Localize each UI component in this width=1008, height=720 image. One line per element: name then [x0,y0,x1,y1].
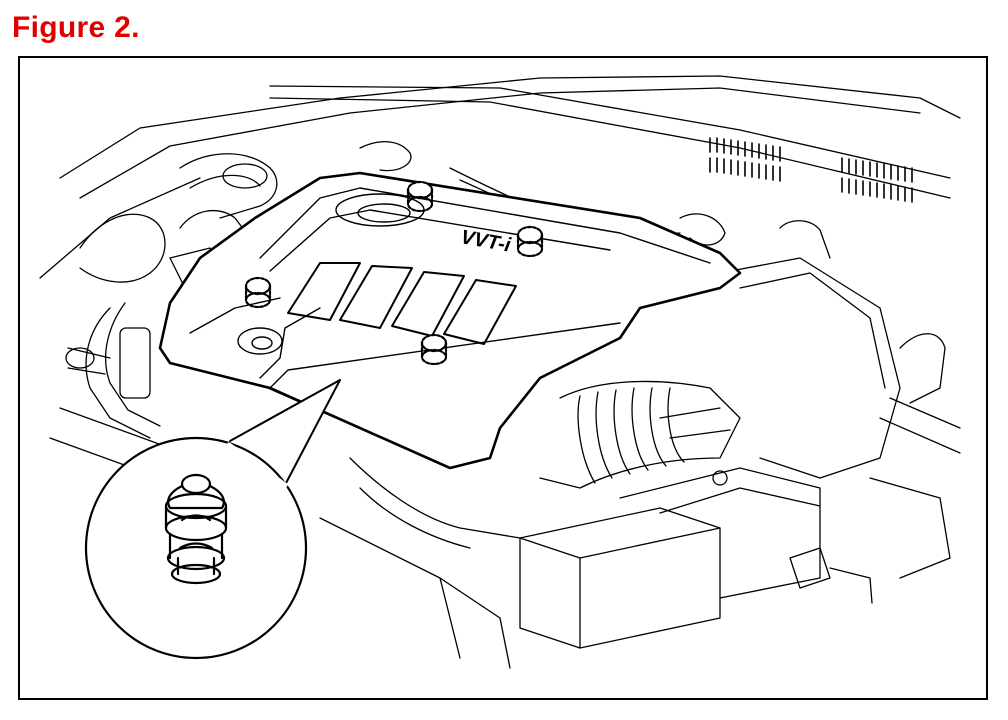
magnified-clip-icon [84,379,341,660]
figure-title: Figure 2. [12,11,140,44]
cowl-vent-right [841,157,913,203]
engine-cover [158,171,742,470]
hood-outline [39,75,961,279]
clip-fastener-icon [420,333,448,366]
clip-fastener-icon [244,276,272,309]
clip-fastener-icon [516,225,544,258]
diagram-frame: VVT-i [18,56,988,700]
cowl-vent-left [709,137,781,182]
engine-bay-components [49,141,961,669]
engine-cover-details [169,187,711,469]
clip-fastener-icon [406,180,434,213]
